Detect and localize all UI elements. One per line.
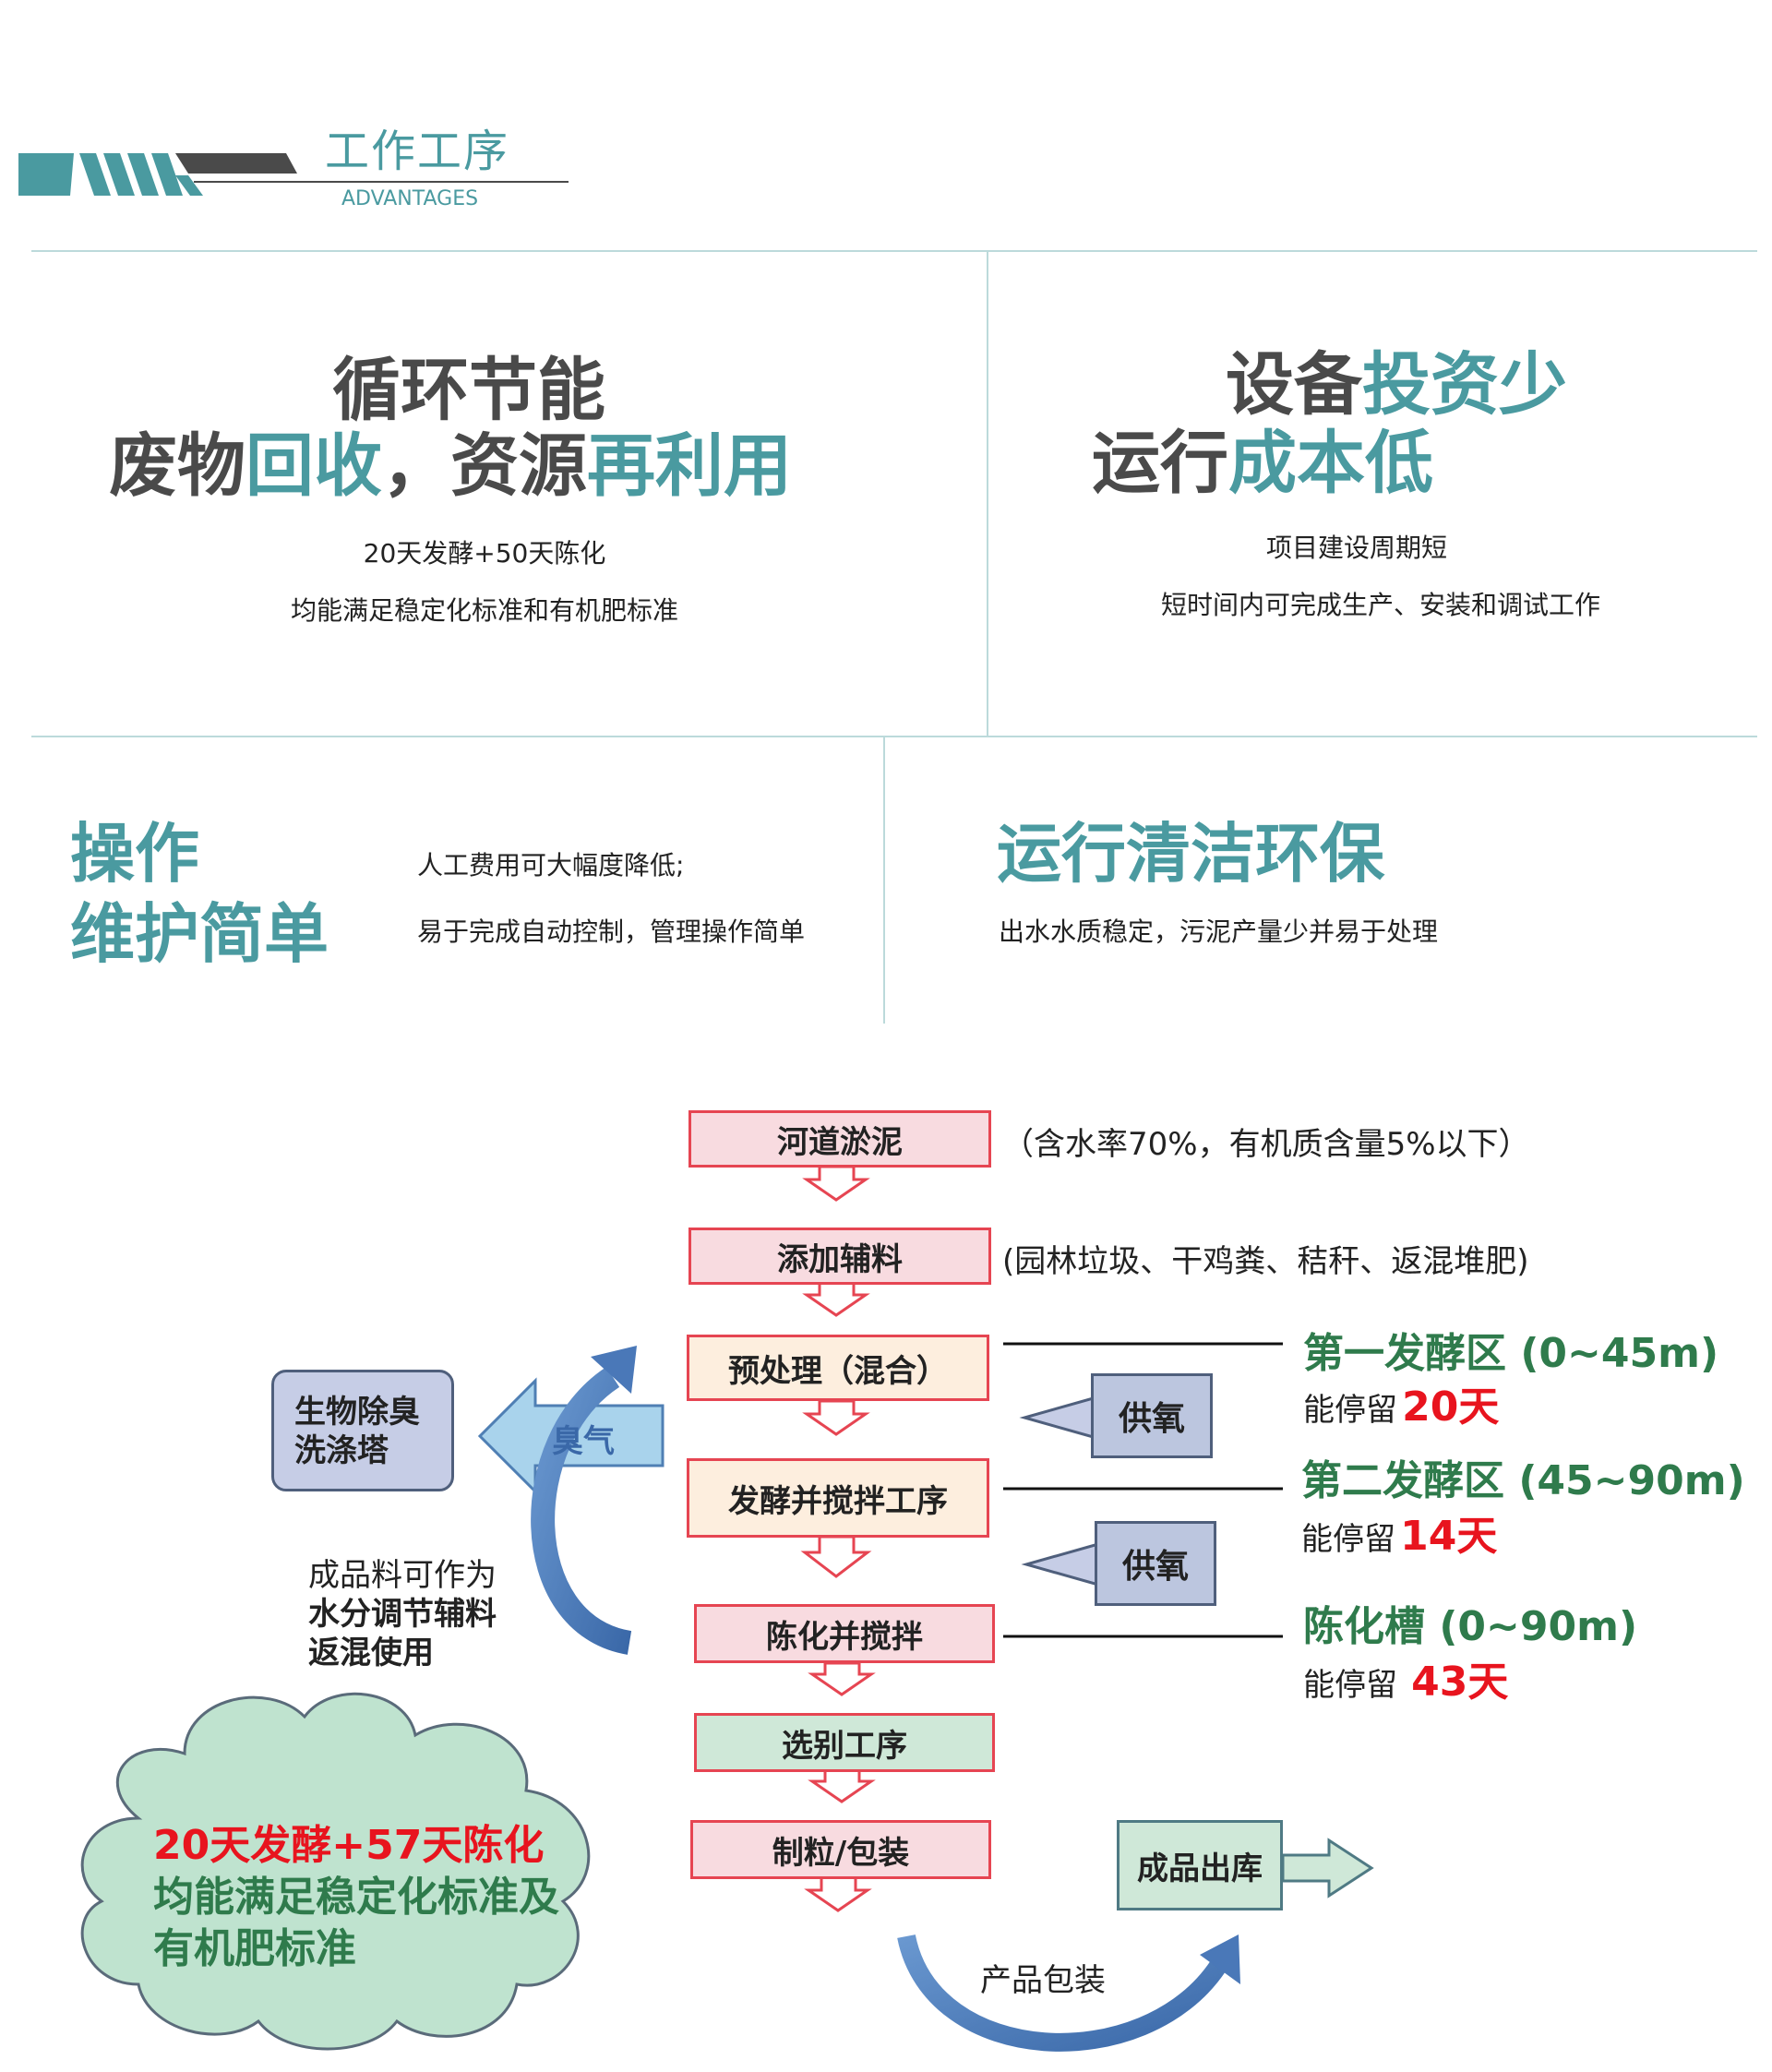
feature-recycle-title-1: 循环节能 <box>332 351 605 430</box>
feature-recycle-part-d: 再利用 <box>587 426 792 506</box>
feature-clean-desc: 出水水质稳定，污泥产量少并易于处理 <box>999 916 1439 947</box>
flow-step-pretreatment: 预处理（混合） <box>687 1335 989 1401</box>
recycle-note-line-3: 返混使用 <box>308 1635 434 1671</box>
zone-3-title: 陈化槽 (0~90m) <box>1303 1603 1638 1650</box>
feature-investment-desc-2: 短时间内可完成生产、安装和调试工作 <box>1160 590 1600 620</box>
feature-recycle-title-2: 废物回收，资源再利用 <box>109 432 792 500</box>
odor-label: 臭气 <box>552 1423 615 1460</box>
cloud-line-1: 20天发酵+57天陈化 <box>153 1822 545 1869</box>
flow-step-2-note: (园林垃圾、干鸡粪、秸秆、返混堆肥) <box>1002 1243 1529 1280</box>
flow-step-river-sludge: 河道淤泥 <box>688 1110 991 1168</box>
finished-product-output: 成品出库 <box>1117 1820 1283 1910</box>
deodor-line-2: 洗涤塔 <box>294 1432 389 1469</box>
feature-investment-part-c: 运行 <box>1092 424 1228 503</box>
feature-operation-title-1: 操作 <box>70 816 199 892</box>
flow-step-aging: 陈化并搅拌 <box>694 1604 995 1663</box>
zone-2-title: 第二发酵区 (45~90m) <box>1301 1457 1745 1504</box>
down-arrow-7 <box>804 1875 872 1912</box>
feature-recycle-desc-1: 20天发酵+50天陈化 <box>363 538 606 569</box>
zone-3-stay: 能停留 43天 <box>1303 1648 1508 1707</box>
oxygen-supply-2: 供氧 <box>1095 1521 1216 1606</box>
flow-step-fermentation: 发酵并搅拌工序 <box>687 1458 989 1538</box>
header-stripe-graphic <box>18 153 569 196</box>
divider-vertical-1 <box>987 252 988 736</box>
feature-recycle-part-a: 废物 <box>109 426 245 506</box>
down-arrow-5 <box>808 1661 876 1696</box>
feature-operation-title-2: 维护简单 <box>70 896 329 972</box>
zone-2-stay: 能停留 14天 <box>1301 1503 1497 1562</box>
zone-1-stay-label: 能停留 <box>1303 1392 1397 1429</box>
cloud-line-2: 均能满足稳定化标准及 <box>153 1874 559 1921</box>
flow-step-granulation-packaging: 制粒/包装 <box>690 1820 991 1879</box>
zone-3-days: 43天 <box>1411 1659 1509 1706</box>
packaging-label: 产品包装 <box>980 1962 1106 1999</box>
feature-investment-title-2: 运行成本低 <box>1092 429 1433 497</box>
recycle-note-line-2: 水分调节辅料 <box>308 1596 497 1633</box>
divider-vertical-2 <box>883 737 885 1024</box>
down-arrow-1 <box>802 1165 870 1202</box>
cloud-summary: 20天发酵+57天陈化 均能满足稳定化标准及 有机肥标准 <box>153 1820 559 1975</box>
feature-operation-desc-2: 易于完成自动控制，管理操作简单 <box>417 916 806 947</box>
flow-step-1-note: （含水率70%，有机质含量5%以下） <box>1002 1126 1530 1163</box>
feature-recycle-part-b: 回收 <box>245 426 382 506</box>
feature-investment-desc-1: 项目建设周期短 <box>1265 533 1447 563</box>
zone-1-stay: 能停留 20天 <box>1303 1373 1499 1432</box>
recycle-note: 成品料可作为 水分调节辅料 返混使用 <box>308 1556 497 1672</box>
divider-middle <box>31 736 1757 737</box>
down-arrow-4 <box>800 1535 872 1578</box>
down-arrow-6 <box>808 1768 876 1803</box>
bio-deodorization-tower: 生物除臭 洗涤塔 <box>271 1370 454 1491</box>
feature-investment-part-a: 设备 <box>1226 345 1362 425</box>
zone-2-days: 14天 <box>1400 1513 1498 1560</box>
feature-recycle-part-c: ，资源 <box>382 426 587 506</box>
cloud-line-3: 有机肥标准 <box>153 1925 356 1972</box>
flow-step-sorting: 选别工序 <box>694 1713 995 1772</box>
header-subtitle: ADVANTAGES <box>341 187 479 210</box>
recycle-note-line-1: 成品料可作为 <box>308 1557 497 1594</box>
zone-1-title: 第一发酵区 (0~45m) <box>1303 1330 1719 1377</box>
zone-1-days: 20天 <box>1402 1383 1500 1431</box>
feature-clean-title: 运行清洁环保 <box>997 816 1384 892</box>
zone-3-stay-label: 能停留 <box>1303 1667 1397 1704</box>
oxygen-supply-1: 供氧 <box>1091 1373 1213 1458</box>
feature-recycle-desc-2: 均能满足稳定化标准和有机肥标准 <box>290 595 678 626</box>
down-arrow-3 <box>802 1399 870 1436</box>
header-title: 工作工序 <box>325 126 510 177</box>
zone-2-stay-label: 能停留 <box>1301 1521 1395 1558</box>
feature-operation-desc-1: 人工费用可大幅度降低; <box>417 850 685 880</box>
feature-investment-part-d: 成本低 <box>1228 424 1433 503</box>
output-arrow <box>1281 1838 1374 1898</box>
flow-step-add-auxiliary: 添加辅料 <box>688 1228 991 1285</box>
divider-top <box>31 250 1757 252</box>
feature-investment-part-b: 投资少 <box>1362 345 1567 425</box>
deodor-line-1: 生物除臭 <box>294 1394 420 1431</box>
down-arrow-2 <box>802 1280 870 1317</box>
cloud-shape <box>80 1692 591 2051</box>
feature-investment-title-1: 设备投资少 <box>1226 351 1567 419</box>
